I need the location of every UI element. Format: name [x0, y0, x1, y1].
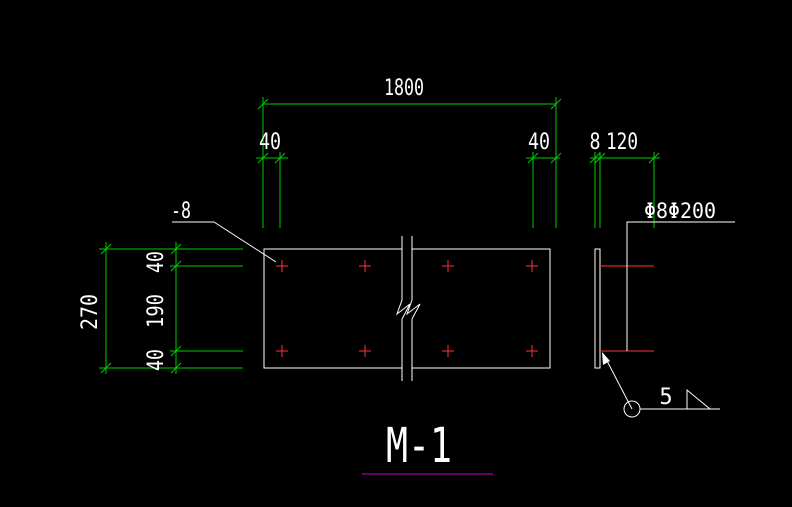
plate-thickness-label: -8 — [171, 199, 191, 224]
anchor-mark — [276, 260, 288, 272]
left-dimensions — [99, 242, 243, 374]
anchor-mark — [276, 345, 288, 357]
dim-overall-width: 1800 — [384, 76, 424, 101]
anchor-mark — [526, 345, 538, 357]
dim-overall-height: 270 — [78, 294, 103, 330]
anchor-mark — [359, 260, 371, 272]
dim-middle-spacing: 190 — [144, 294, 169, 328]
dim-side-projection: 120 — [606, 130, 638, 155]
dim-side-thickness: 8 — [590, 130, 601, 155]
dim-left-edge: 40 — [259, 130, 281, 155]
dim-top-edge: 40 — [144, 251, 169, 273]
drawing-title: M-1 — [386, 418, 452, 474]
top-dimensions — [256, 97, 660, 228]
anchor-mark — [442, 260, 454, 272]
plate-front-view — [263, 236, 551, 381]
weld-size-label: 5 — [659, 385, 672, 410]
anchor-mark — [442, 345, 454, 357]
dim-right-edge: 40 — [528, 130, 550, 155]
dim-bottom-edge: 40 — [144, 349, 169, 371]
anchor-spec-label: Φ8Φ200 — [644, 199, 716, 223]
thickness-leader — [172, 221, 277, 263]
anchor-points — [276, 260, 538, 357]
plate-side-view — [594, 221, 735, 418]
anchor-mark — [526, 260, 538, 272]
anchor-mark — [359, 345, 371, 357]
